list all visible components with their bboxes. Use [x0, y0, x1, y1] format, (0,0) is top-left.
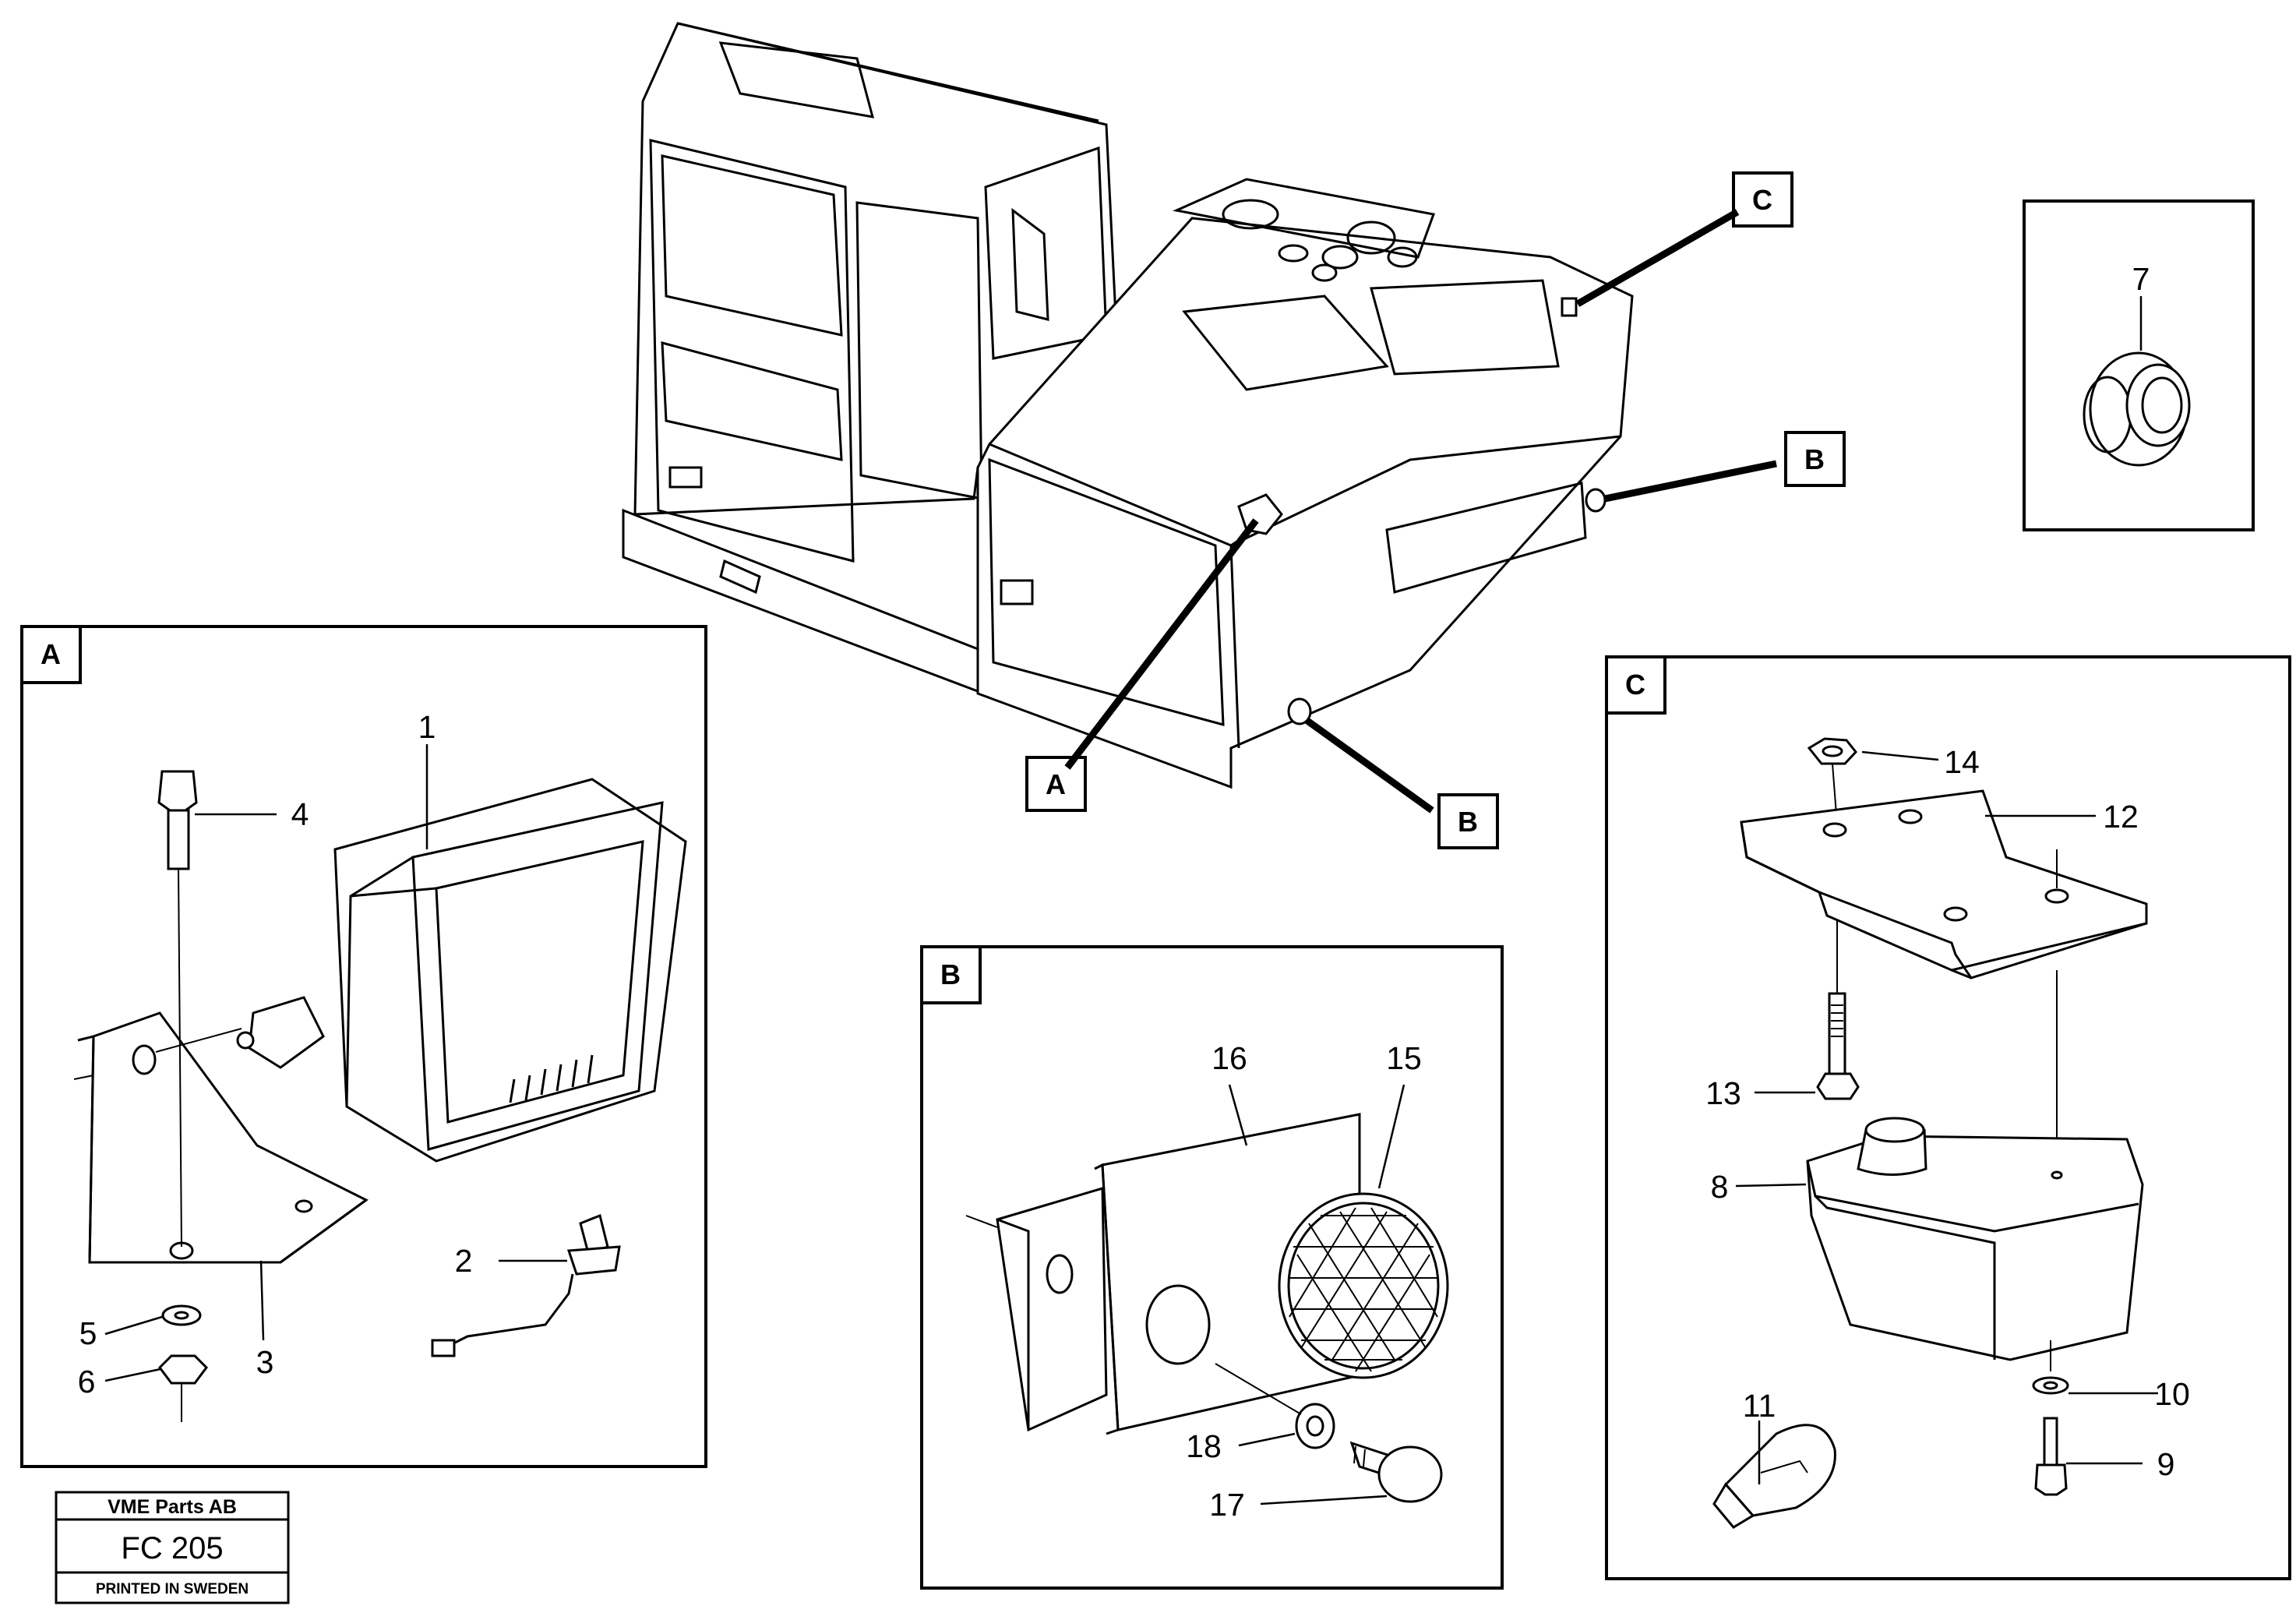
svg-text:A: A: [1046, 768, 1066, 800]
callout-3: 3: [256, 1344, 274, 1380]
work-lamp: [236, 778, 687, 1163]
callout-18: 18: [1186, 1428, 1222, 1464]
callout-2: 2: [455, 1243, 473, 1279]
svg-text:C: C: [1752, 184, 1772, 216]
detail-panel-a: A: [20, 625, 707, 1468]
view-tag-b-rear: B: [1784, 431, 1846, 487]
callout-16: 16: [1211, 1040, 1247, 1076]
title-block: VME Parts AB FC 205 PRINTED IN SWEDEN: [55, 1491, 290, 1604]
printed-note: PRINTED IN SWEDEN: [96, 1581, 249, 1597]
reflector: [1278, 1192, 1449, 1379]
nut-6: [158, 1354, 208, 1385]
view-tag-b-front: B: [1437, 793, 1499, 849]
callout-13: 13: [1705, 1075, 1741, 1111]
callout-10: 10: [2154, 1376, 2190, 1412]
svg-text:B: B: [1804, 443, 1825, 475]
callout-15: 15: [1386, 1040, 1422, 1076]
screw-13: [1816, 992, 1860, 1100]
callout-6: 6: [78, 1364, 96, 1399]
excavator-overview: [622, 22, 1777, 814]
bolt-4: [157, 770, 198, 1248]
svg-text:A: A: [41, 638, 61, 670]
callout-1: 1: [418, 709, 436, 745]
callout-12: 12: [2103, 799, 2139, 835]
callout-11: 11: [1743, 1388, 1776, 1424]
nut-14: [1807, 737, 1857, 765]
view-tag-a-machine: A: [1025, 756, 1087, 812]
lamp-housing: [1806, 1117, 2144, 1361]
callout-4: 4: [291, 796, 309, 832]
detail-panel-b: B 16 15 18 1: [920, 945, 1504, 1590]
screw-17: [1349, 1441, 1443, 1503]
washer-5: [161, 1304, 202, 1326]
callout-17: 17: [1209, 1487, 1245, 1523]
view-tag-c-machine: C: [1732, 171, 1793, 228]
detail-panel-c: C: [1605, 655, 2291, 1580]
washer-10: [2032, 1376, 2069, 1395]
callout-9: 9: [2157, 1446, 2175, 1482]
detail-box-grommet: 7: [2023, 199, 2255, 531]
callout-14: 14: [1944, 744, 1980, 780]
mounting-plate: [1740, 789, 2148, 979]
svg-text:C: C: [1625, 669, 1645, 701]
washer-18: [1295, 1403, 1335, 1449]
bulb-holder: [431, 1213, 621, 1357]
svg-text:B: B: [1458, 806, 1478, 838]
lamp-bracket: [73, 1011, 369, 1264]
callout-7: 7: [2132, 261, 2150, 297]
callout-5: 5: [79, 1315, 97, 1351]
company-name: VME Parts AB: [108, 1496, 237, 1518]
bulb-11: [1712, 1424, 1836, 1529]
figure-code: FC 205: [121, 1531, 223, 1565]
screw-9: [2034, 1417, 2068, 1496]
callout-8: 8: [1711, 1169, 1729, 1205]
svg-text:B: B: [940, 958, 961, 990]
